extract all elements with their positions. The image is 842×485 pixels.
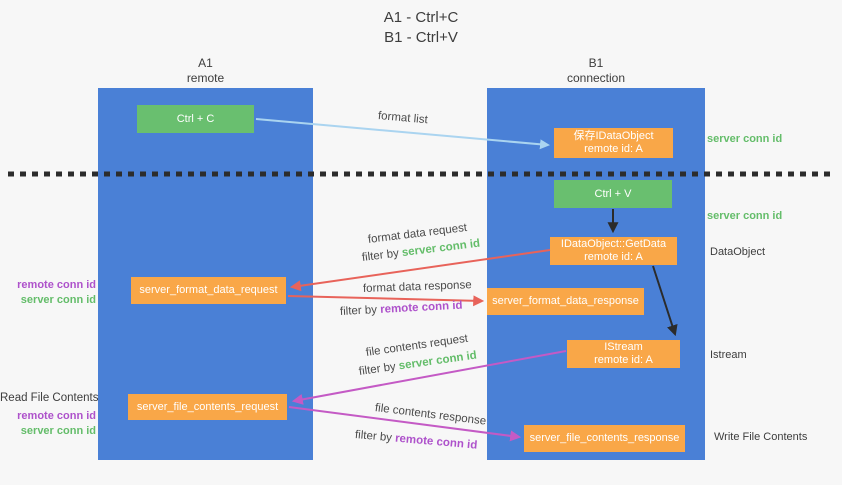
- ctrl-c-label: Ctrl + C: [176, 112, 215, 125]
- lane-a-name: A1: [198, 56, 213, 70]
- dataobject-label: DataObject: [710, 246, 766, 258]
- lane-a-header: A1 remote: [98, 56, 313, 86]
- left-conn-id-group-1: remote conn id server conn id: [0, 278, 96, 308]
- idataobject-getdata-box: IDataObject::GetData remote id: A: [550, 237, 677, 265]
- server-conn-id-label-right-1: server conn id: [707, 133, 783, 145]
- getdata-line1: IDataObject::GetData: [560, 238, 667, 250]
- filter-prefix: filter by: [358, 360, 400, 378]
- ctrl-v-box: Ctrl + V: [554, 180, 672, 208]
- lane-b-subtitle: connection: [566, 71, 626, 85]
- filter-prefix: filter by: [339, 303, 381, 318]
- format-response-label: server_format_data_response: [492, 295, 639, 307]
- format-list-label: format list: [377, 110, 429, 127]
- write-file-contents-label: Write File Contents: [714, 431, 808, 443]
- filter-by-remote-conn-id-label-2: filter by remote conn id: [354, 429, 477, 452]
- server-file-contents-request-box: server_file_contents_request: [128, 394, 287, 420]
- server-conn-id-label-right-2: server conn id: [707, 210, 783, 222]
- server-conn-id-label-left-2: server conn id: [20, 425, 96, 437]
- format-data-response-label: format data response: [362, 279, 472, 295]
- server-file-contents-response-box: server_file_contents_response: [524, 425, 685, 452]
- title-line-2: B1 - Ctrl+V: [384, 29, 458, 46]
- lane-a-subtitle: remote: [186, 71, 225, 85]
- save-idataobject-line1: 保存IDataObject: [573, 130, 654, 142]
- remote-conn-id-label-left-1: remote conn id: [17, 279, 96, 291]
- file-response-label: server_file_contents_response: [529, 432, 680, 444]
- save-idataobject-line2: remote id: A: [584, 143, 643, 155]
- lane-b-header: B1 connection: [487, 56, 705, 86]
- istream-box: IStream remote id: A: [567, 340, 680, 368]
- read-file-contents-label: Read File Contents: [0, 392, 99, 404]
- file-request-label: server_file_contents_request: [136, 400, 279, 413]
- ctrl-v-label: Ctrl + V: [594, 187, 632, 200]
- getdata-line2: remote id: A: [584, 251, 643, 263]
- istream-side-label: Istream: [710, 349, 747, 361]
- save-idataobject-box: 保存IDataObject remote id: A: [554, 128, 673, 158]
- istream-line1: IStream: [604, 341, 643, 353]
- server-conn-id-value: server conn id: [401, 237, 481, 260]
- istream-line2: remote id: A: [594, 354, 653, 366]
- left-conn-id-group-2: remote conn id server conn id: [0, 409, 96, 439]
- server-format-data-response-box: server_format_data_response: [487, 288, 644, 315]
- remote-conn-id-value: remote conn id: [394, 432, 478, 452]
- filter-by-remote-conn-id-label-1: filter by remote conn id: [340, 300, 463, 318]
- title-line-1: A1 - Ctrl+C: [383, 9, 459, 26]
- server-conn-id-label-left-1: server conn id: [20, 294, 96, 306]
- remote-conn-id-label-left-2: remote conn id: [17, 410, 96, 422]
- filter-prefix: filter by: [361, 247, 403, 264]
- filter-prefix: filter by: [354, 429, 396, 445]
- diagram-title: A1 - Ctrl+C B1 - Ctrl+V: [0, 8, 842, 48]
- format-request-label: server_format_data_request: [139, 284, 278, 296]
- server-format-data-request-box: server_format_data_request: [131, 277, 286, 304]
- server-conn-id-value: server conn id: [398, 349, 478, 373]
- file-contents-response-label: file contents response: [374, 402, 487, 428]
- lane-b-name: B1: [588, 56, 604, 70]
- ctrl-c-box: Ctrl + C: [137, 105, 254, 133]
- remote-conn-id-value: remote conn id: [379, 299, 463, 316]
